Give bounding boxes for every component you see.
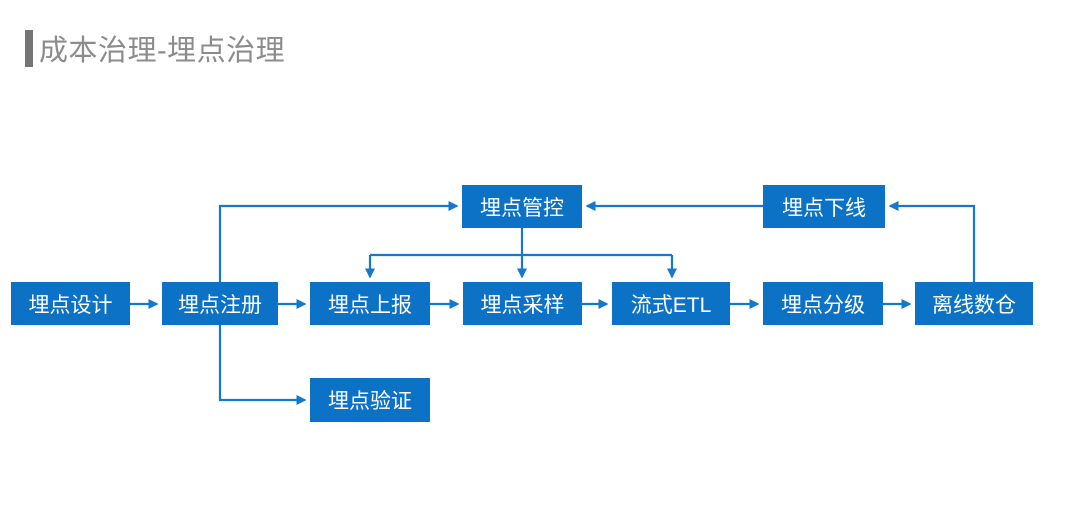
node-tracking-sampling: 埋点采样	[463, 282, 582, 325]
node-tracking-verification: 埋点验证	[310, 378, 430, 422]
edge-register-to-verify	[218, 325, 307, 405]
node-tracking-design: 埋点设计	[11, 282, 130, 325]
page-title: 成本治理-埋点治理	[39, 35, 286, 67]
edge-warehouse-to-offline	[888, 201, 976, 282]
node-tracking-control: 埋点管控	[462, 185, 582, 228]
node-tracking-register: 埋点注册	[162, 282, 278, 325]
title-accent-bar	[25, 29, 33, 67]
node-streaming-etl: 流式ETL	[612, 282, 730, 325]
page-title-row: 成本治理-埋点治理	[25, 27, 285, 69]
node-tracking-report: 埋点上报	[310, 282, 430, 325]
node-offline-warehouse: 离线数仓	[915, 282, 1033, 325]
edge-register-to-control	[218, 201, 459, 282]
node-tracking-offline: 埋点下线	[763, 185, 885, 228]
node-tracking-grading: 埋点分级	[763, 282, 883, 325]
